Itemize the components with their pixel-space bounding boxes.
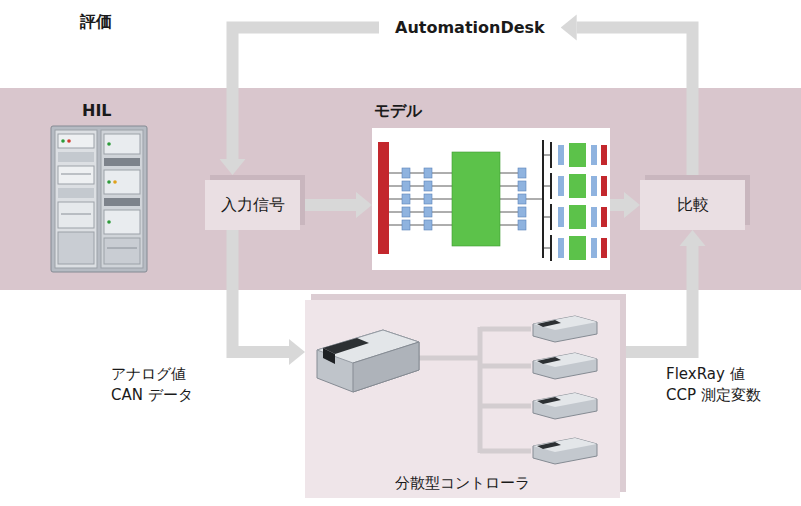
arrow-head <box>220 159 246 175</box>
signal-label: FlexRay 値 CCP 測定変数 <box>666 364 770 406</box>
tool-label: AutomationDesk <box>379 16 561 39</box>
arrow-shaft <box>300 199 356 211</box>
arrow-head <box>561 15 577 41</box>
flow-arrow <box>233 230 306 365</box>
process-box: 比較 <box>640 180 745 230</box>
figure-heading: モデル <box>374 101 422 122</box>
node-label: AutomationDesk <box>395 18 545 37</box>
section-heading: 評価 <box>80 12 112 33</box>
flow-arrow <box>610 192 640 218</box>
arrow-shaft <box>610 199 624 211</box>
panel-label-area: 分散型コントローラ <box>305 474 620 493</box>
hil-rack-illustration <box>47 124 151 274</box>
model-box: モデル <box>372 128 610 270</box>
arrow-head <box>289 339 305 365</box>
process-box: 入力信号 <box>205 180 300 230</box>
signal-label: アナログ値 CAN データ <box>111 364 215 406</box>
arrow-head <box>624 192 640 218</box>
arrow-head <box>356 192 372 218</box>
model-block-diagram <box>372 128 610 270</box>
flow-arrow <box>300 192 372 218</box>
panel-label: 分散型コントローラ <box>305 474 620 493</box>
hil-band: HIL 入力信号 <box>0 88 801 290</box>
ecu-illustrations <box>305 300 620 475</box>
arrow-shaft <box>233 230 290 352</box>
flow-arrow <box>561 15 693 176</box>
flow-arrow <box>620 230 706 352</box>
arrow-shaft <box>620 246 693 352</box>
controller-panel: 分散型コントローラ <box>305 300 620 498</box>
node-label: 入力信号 <box>221 195 285 216</box>
band-heading: HIL <box>82 101 112 120</box>
arrow-shaft <box>577 28 693 176</box>
arrow-head <box>680 230 706 246</box>
flow-arrow <box>220 28 380 176</box>
arrow-shaft <box>233 28 380 160</box>
node-label: 比較 <box>677 195 709 216</box>
